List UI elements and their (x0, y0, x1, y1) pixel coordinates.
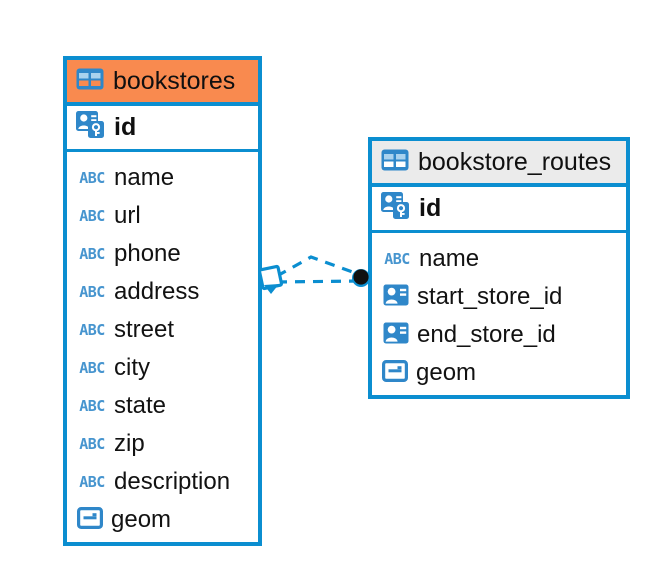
field-label: street (114, 316, 175, 343)
field-label: end_store_id (417, 321, 556, 348)
entity-header-bookstore-routes[interactable]: bookstore_routes (372, 141, 626, 187)
field-label: name (114, 164, 175, 191)
field-label: state (114, 392, 167, 419)
abc-text-icon: ABC (79, 321, 105, 339)
field-row-geom[interactable]: geom (372, 354, 626, 392)
abc-text-icon: ABC (79, 435, 105, 453)
field-row-description[interactable]: ABC description (67, 463, 258, 501)
field-label: description (114, 468, 231, 495)
abc-text-icon: ABC (79, 207, 105, 225)
abc-text-icon: ABC (79, 169, 105, 187)
field-row-name[interactable]: ABC name (372, 240, 626, 278)
relationship-line-lower (276, 279, 360, 284)
field-row-start-store-id[interactable]: start_store_id (372, 278, 626, 316)
field-list-bookstores: ABC name ABC url ABC phone ABC address A… (67, 152, 258, 546)
field-label: geom (416, 359, 477, 386)
primary-key-label: id (419, 194, 442, 222)
entity-title: bookstores (113, 66, 236, 95)
field-list-bookstore-routes: ABC name start_store_id (372, 233, 626, 399)
field-label: geom (111, 506, 172, 533)
field-label: name (419, 245, 480, 272)
entity-table-bookstores[interactable]: bookstores id ABC (63, 56, 262, 546)
primary-key-icon (76, 111, 106, 144)
foreign-key-icon (383, 284, 409, 311)
relationship-line-upper (276, 255, 362, 278)
primary-key-icon (381, 192, 411, 225)
field-row-phone[interactable]: ABC phone (67, 235, 258, 273)
field-label: phone (114, 240, 181, 267)
field-row-state[interactable]: ABC state (67, 387, 258, 425)
field-label: url (114, 202, 141, 229)
entity-table-bookstore-routes[interactable]: bookstore_routes id ABC (368, 137, 630, 399)
abc-text-icon: ABC (79, 283, 105, 301)
table-icon (76, 68, 104, 95)
field-row-url[interactable]: ABC url (67, 197, 258, 235)
field-row-city[interactable]: ABC city (67, 349, 258, 387)
entity-header-bookstores[interactable]: bookstores (67, 60, 258, 106)
field-row-geom[interactable]: geom (67, 501, 258, 539)
field-label: address (114, 278, 200, 305)
field-row-address[interactable]: ABC address (67, 273, 258, 311)
filled-circle-marker (352, 269, 370, 287)
field-label: zip (114, 430, 145, 457)
abc-text-icon: ABC (79, 397, 105, 415)
field-row-zip[interactable]: ABC zip (67, 425, 258, 463)
field-label: city (114, 354, 150, 381)
geometry-icon (77, 506, 103, 534)
field-row-street[interactable]: ABC street (67, 311, 258, 349)
foreign-key-icon (383, 322, 409, 349)
table-icon (381, 149, 409, 176)
abc-text-icon: ABC (384, 250, 410, 268)
field-label: start_store_id (417, 283, 563, 310)
field-row-end-store-id[interactable]: end_store_id (372, 316, 626, 354)
entity-title: bookstore_routes (418, 147, 612, 176)
geometry-icon (382, 359, 408, 387)
diamond-marker (257, 264, 284, 294)
abc-text-icon: ABC (79, 473, 105, 491)
relationship-connector[interactable] (255, 240, 375, 320)
primary-key-row-bookstores[interactable]: id (67, 106, 258, 152)
primary-key-label: id (114, 113, 137, 141)
field-row-name[interactable]: ABC name (67, 159, 258, 197)
primary-key-row-bookstore-routes[interactable]: id (372, 187, 626, 233)
abc-text-icon: ABC (79, 359, 105, 377)
abc-text-icon: ABC (79, 245, 105, 263)
